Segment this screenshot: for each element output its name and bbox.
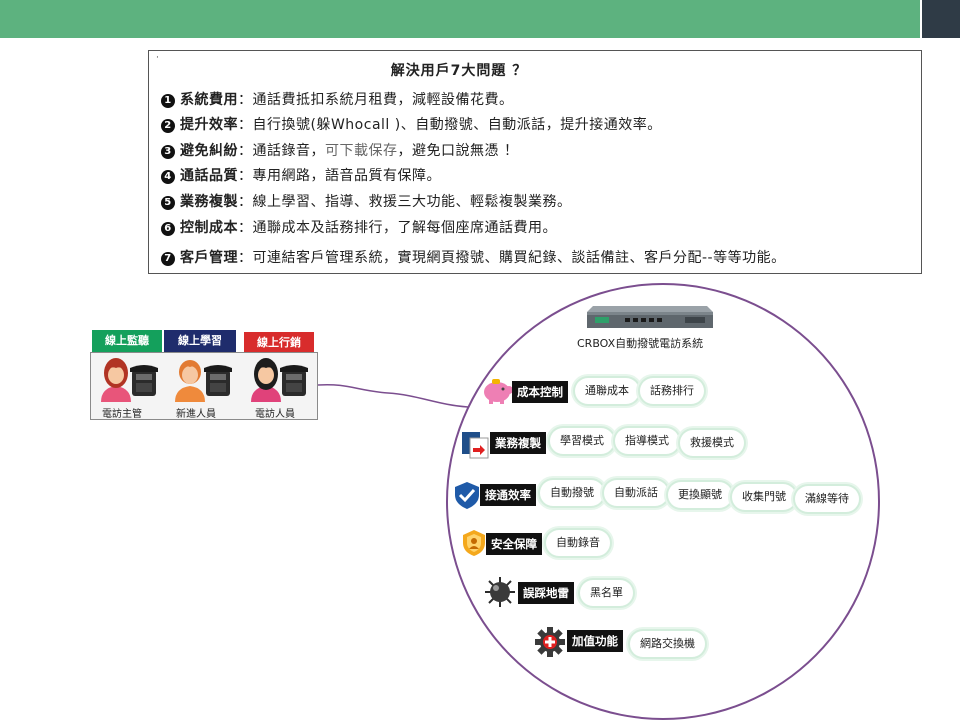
problem-item: 5 業務複製：線上學習、指導、救援三大功能、輕鬆複製業務。 [161,191,572,211]
problem-sep: ： [238,220,253,236]
problem-sep: ： [238,92,253,108]
piggy-bank-icon [484,379,513,404]
problems-dot: · [156,53,159,63]
tag-online-marketing: 線上行銷 [244,332,314,354]
problem-sep: ： [238,194,253,210]
number-badge-icon: 3 [161,145,175,159]
feature-blacklist: 黑名單 [580,580,633,606]
copy-document-icon [462,432,489,459]
number-badge-icon: 2 [161,119,175,133]
problem-sep: ： [238,168,253,184]
problems-title: 解決用戶7大問題 ？ [390,63,528,79]
trainee-with-phone-icon [175,360,232,402]
tag-online-monitor: 線上監聽 [92,330,162,352]
feature-auto-dispatch: 自動派話 [604,480,668,506]
feature-change-caller-id: 更換顯號 [668,482,732,508]
tag-online-learning: 線上學習 [164,330,236,352]
category-avoid-landmine: 誤踩地雷 [518,582,574,604]
number-badge-icon: 1 [161,94,175,108]
category-security: 安全保障 [486,533,542,555]
problem-item: 2 提升效率：自行換號(躲Whocall )、自動撥號、自動派話，提升接通效率。 [161,114,662,134]
feature-auto-dial: 自動撥號 [540,480,604,506]
feature-collect-numbers: 收集門號 [732,484,796,510]
problem-sep: ： [238,143,253,159]
problem-item: 1 系統費用：通話費抵扣系統月租費，減輕設備花費。 [161,89,514,109]
problem-sep: ： [238,250,253,266]
category-value-added: 加值功能 [567,630,623,652]
problem-text: 可連結客戶管理系統，實現網頁撥號、購買紀錄、談話備註、客戶分配--等等功能。 [252,250,786,266]
device-caption: CRBOX自動撥號電訪系統 [577,337,704,350]
category-cost-control: 成本控制 [512,381,568,403]
feature-network-switch: 網路交換機 [630,631,705,657]
connector-line [318,383,468,408]
problem-soft-text: 可下載保存 [325,143,398,159]
feature-call-cost: 通聯成本 [575,378,639,404]
feature-guidance-mode: 指導模式 [615,428,679,454]
problem-item: 7 客戶管理：可連結客戶管理系統，實現網頁撥號、購買紀錄、談話備註、客戶分配--等… [161,247,786,267]
problem-label: 避免糾紛 [180,143,238,159]
problem-text: 專用網路，語音品質有保障。 [252,168,441,184]
problem-item: 3 避免糾紛：通話錄音，可下載保存，避免口說無憑 ！ [161,140,518,160]
problem-item: 6 控制成本：通聯成本及話務排行，了解每個座席通話費用。 [161,217,557,237]
problem-label: 控制成本 [180,220,238,236]
supervisor-with-phone-icon [101,358,158,402]
problem-label: 業務複製 [180,194,238,210]
problem-label: 提升效率 [180,117,238,133]
crbox-device-icon [587,306,713,328]
landmine-icon [485,577,515,607]
header-corner [922,0,960,38]
telemarketer-caption: 電訪人員 [255,409,295,420]
problem-text: 通話費抵扣系統月租費，減輕設備花費。 [252,92,514,108]
problem-tail: ，避免口說無憑 ！ [397,143,519,159]
security-badge-icon [463,530,485,556]
header-bar [0,0,920,38]
feature-auto-recording: 自動錄音 [546,530,610,556]
users-panel [90,352,318,420]
telemarketer-with-phone-icon [251,358,308,402]
problem-text: 通聯成本及話務排行，了解每個座席通話費用。 [252,220,557,236]
problem-text: 線上學習、指導、救援三大功能、輕鬆複製業務。 [252,194,572,210]
feature-learning-mode: 學習模式 [550,428,614,454]
problem-sep: ： [238,117,253,133]
system-circle [446,283,880,720]
number-badge-icon: 5 [161,196,175,210]
check-shield-icon [455,482,479,509]
problem-item: 4 通話品質：專用網路，語音品質有保障。 [161,165,441,185]
problem-label: 通話品質 [180,168,238,184]
feature-full-line-wait: 滿線等待 [795,486,859,512]
problem-text: 通話錄音， [252,143,325,159]
category-connect-efficiency: 接通效率 [480,484,536,506]
problem-label: 客戶管理 [180,250,238,266]
supervisor-caption: 電訪主管 [102,409,142,420]
feature-rescue-mode: 救援模式 [680,430,744,456]
feature-call-ranking: 話務排行 [640,378,704,404]
number-badge-icon: 4 [161,170,175,184]
problem-text: 自行換號(躲Whocall )、自動撥號、自動派話，提升接通效率。 [252,117,662,133]
number-badge-icon: 7 [161,252,175,266]
number-badge-icon: 6 [161,222,175,236]
category-business-copy: 業務複製 [490,432,546,454]
trainee-caption: 新進人員 [176,409,216,420]
problem-label: 系統費用 [180,92,238,108]
plus-gear-icon [535,627,565,657]
